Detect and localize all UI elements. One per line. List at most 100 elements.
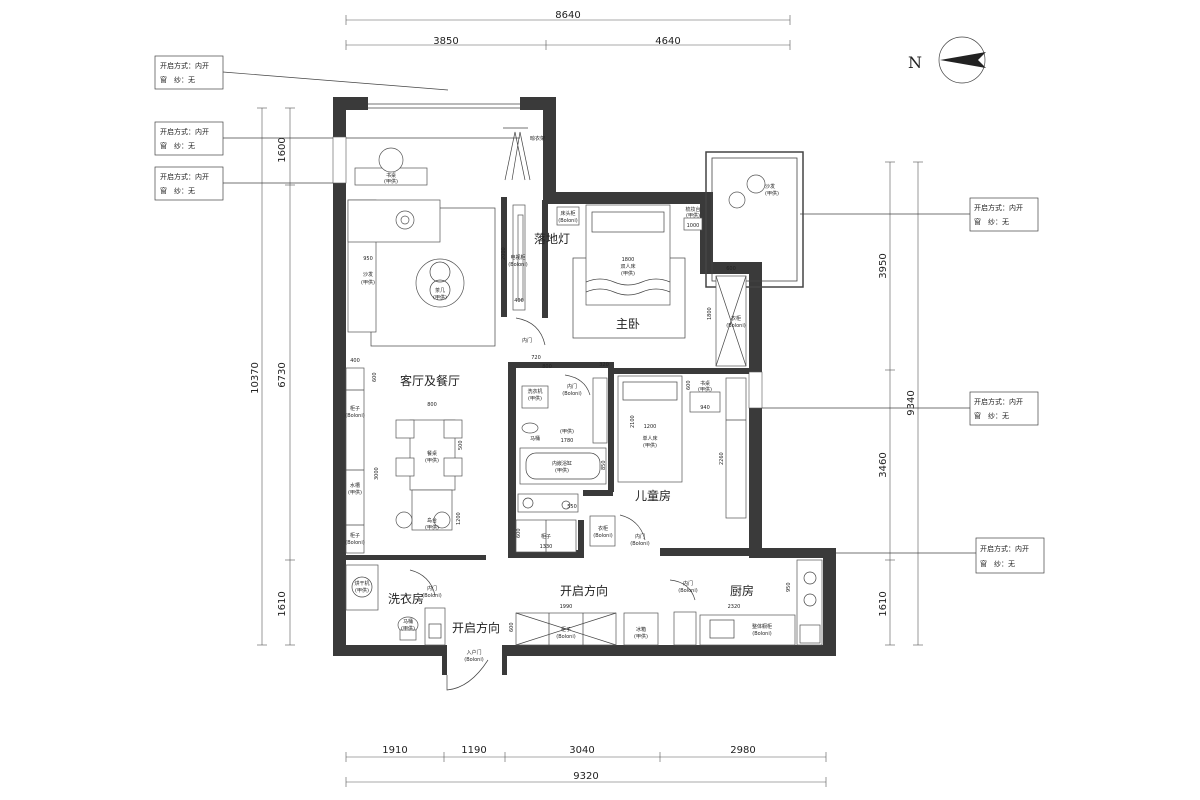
dim-top-left: 3850 xyxy=(433,36,458,47)
svg-text:2000: 2000 xyxy=(501,247,507,260)
bottom-dimensions: 1910 1190 3040 2980 9320 xyxy=(345,745,827,787)
svg-text:(Boloni): (Boloni) xyxy=(345,540,364,546)
svg-text:1200: 1200 xyxy=(456,512,462,525)
bath-door-label: 内门 xyxy=(567,383,577,390)
svg-text:320: 320 xyxy=(599,362,609,368)
kids-desk xyxy=(689,391,721,413)
svg-text:(甲供): (甲供) xyxy=(355,587,369,594)
svg-text:(甲供): (甲供) xyxy=(528,395,542,402)
svg-text:1800: 1800 xyxy=(707,307,713,320)
dresser xyxy=(683,217,703,231)
svg-text:(Boloni): (Boloni) xyxy=(752,631,771,637)
left-dimensions: 10370 1600 6730 1610 xyxy=(250,107,295,646)
svg-text:(甲供): (甲供) xyxy=(425,524,439,531)
window-note-4: 开启方式：内开 窗 纱：无 xyxy=(800,197,1039,232)
svg-text:(Boloni): (Boloni) xyxy=(556,634,575,640)
balcony-sofa-label: 沙发 xyxy=(765,183,775,190)
dim-bottom-2: 1190 xyxy=(461,745,486,756)
svg-text:1780: 1780 xyxy=(561,438,574,444)
room-laundry-label: 洗衣房 xyxy=(388,591,424,606)
dim-right-2: 3460 xyxy=(878,452,889,477)
walls xyxy=(332,97,836,675)
svg-text:(甲供): (甲供) xyxy=(433,294,447,301)
bedside-label: 床头柜 xyxy=(560,210,575,217)
coffee-table xyxy=(415,258,465,308)
bathroom: 720 800 320 洗衣机 (甲供) 内门 (Boloni) 马桶 (甲供)… xyxy=(515,355,650,553)
svg-text:1000: 1000 xyxy=(687,223,700,229)
svg-text:(Boloni): (Boloni) xyxy=(345,413,364,419)
svg-text:600: 600 xyxy=(516,528,522,538)
svg-text:窗 纱：无: 窗 纱：无 xyxy=(160,141,195,150)
svg-text:(Boloni): (Boloni) xyxy=(558,218,577,224)
corridor-kitchen: 开启方向 1990 柜子 (Boloni) 600 冰箱 (甲供) 内门 (Bo… xyxy=(509,559,823,646)
integrated-cabinet-label: 整体橱柜 xyxy=(752,623,772,630)
dim-right-1: 3950 xyxy=(878,253,889,278)
room-kids-label: 儿童房 xyxy=(635,488,671,503)
toilet-icon xyxy=(521,422,539,434)
kids-desk-label: 书桌 xyxy=(700,380,710,387)
svg-text:(甲供): (甲供) xyxy=(361,279,375,286)
svg-text:600: 600 xyxy=(509,622,515,632)
top-dimensions: 8640 3850 4640 xyxy=(345,10,791,50)
kitchen-shelf xyxy=(673,611,697,646)
svg-text:柜子: 柜子 xyxy=(561,626,571,633)
fridge xyxy=(623,612,659,646)
svg-text:800: 800 xyxy=(542,364,552,370)
dining-label: 餐桌 xyxy=(427,450,437,457)
master-door-label: 内门 xyxy=(522,337,532,344)
svg-text:开启方式：内开: 开启方式：内开 xyxy=(160,61,209,70)
window-note-6: 开启方式：内开 窗 纱：无 xyxy=(836,537,1045,574)
svg-text:550: 550 xyxy=(567,504,577,510)
north-compass: N xyxy=(908,36,986,84)
svg-text:柜子: 柜子 xyxy=(350,532,360,539)
svg-text:950: 950 xyxy=(363,256,373,262)
small-wardrobe xyxy=(589,515,616,547)
svg-text:850: 850 xyxy=(601,460,607,470)
dim-bottom-total: 9320 xyxy=(573,771,598,782)
svg-text:马桶: 马桶 xyxy=(530,435,540,442)
study-area: 书桌 (甲供) 晾衣架 xyxy=(354,127,545,186)
svg-text:600: 600 xyxy=(372,372,378,382)
dim-top-right: 4640 xyxy=(655,36,680,47)
svg-text:940: 940 xyxy=(700,405,710,411)
dim-left-3: 1610 xyxy=(277,591,288,616)
washer-label: 洗衣机 xyxy=(527,388,542,395)
clothes-rack-icon xyxy=(504,131,531,181)
living-dining: 950 沙发 (甲供) 茶几 (甲供) 2000 电视柜 (Boloni) 40… xyxy=(345,199,570,554)
svg-text:(Boloni): (Boloni) xyxy=(726,323,745,329)
tv-cabinet-label: 电视柜 xyxy=(510,254,525,261)
laundry-basin xyxy=(424,607,446,646)
open-dir-label-2: 开启方向 xyxy=(560,583,608,598)
dresser-label: 梳妆台 xyxy=(685,206,700,213)
master-wardrobe-label: 衣柜 xyxy=(731,315,741,322)
svg-text:(甲供): (甲供) xyxy=(643,442,657,449)
svg-text:窗 纱：无: 窗 纱：无 xyxy=(974,411,1009,420)
desk-label: 书桌 xyxy=(386,172,396,179)
svg-text:400: 400 xyxy=(514,298,524,304)
north-arrow-icon xyxy=(940,52,986,68)
svg-text:(Boloni): (Boloni) xyxy=(562,391,581,397)
svg-text:720: 720 xyxy=(531,355,541,361)
clothes-rack-label: 晾衣架 xyxy=(530,135,545,142)
floor-lamp-label: 落地灯 xyxy=(534,232,570,246)
balcony-chair-icon xyxy=(728,191,746,209)
window-note-1: 开启方式：内开 窗 纱：无 xyxy=(154,55,449,91)
svg-text:(甲供): (甲供) xyxy=(621,270,635,277)
svg-text:(甲供): (甲供) xyxy=(765,190,779,197)
svg-text:1990: 1990 xyxy=(560,604,573,610)
fridge-label: 冰箱 xyxy=(636,626,646,633)
svg-text:窗 纱：无: 窗 纱：无 xyxy=(974,217,1009,226)
room-master-label: 主卧 xyxy=(616,317,640,331)
laundry-room: 烘干机 (甲供) 内门 (Boloni) 洗衣房 马桶 (甲供) 开启方向 入户… xyxy=(345,564,500,691)
svg-text:柜子: 柜子 xyxy=(541,533,551,540)
sofa-label: 沙发 xyxy=(363,271,373,278)
svg-text:2320: 2320 xyxy=(728,604,741,610)
bath-shelf xyxy=(592,377,608,444)
dim-bottom-1: 1910 xyxy=(382,745,407,756)
kids-wardrobe xyxy=(725,377,747,519)
svg-text:500: 500 xyxy=(458,440,464,450)
dim-bottom-4: 2980 xyxy=(730,745,755,756)
svg-text:(甲供): (甲供) xyxy=(401,625,415,632)
svg-text:2100: 2100 xyxy=(630,415,636,428)
